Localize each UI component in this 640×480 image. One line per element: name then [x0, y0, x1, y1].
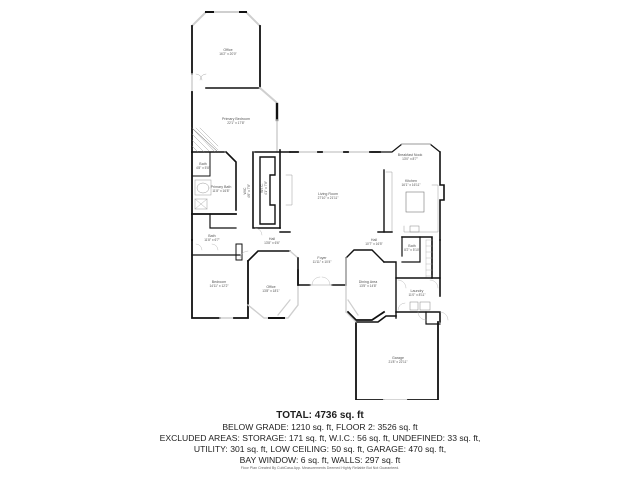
room-label-wic-2: W.I.C.4'1" x 7'8" [259, 181, 269, 195]
bath-stairs-walls [401, 236, 441, 297]
garage-walls [345, 311, 439, 400]
total-area: TOTAL: 4736 sq. ft [276, 410, 364, 421]
primary-bedroom-walls [191, 86, 291, 153]
dining-area-walls [345, 249, 397, 321]
office-upper-walls [190, 11, 262, 93]
area-breakdown-line-3: UTILITY: 301 sq. ft, LOW CEILING: 50 sq.… [193, 444, 447, 454]
wic-walls [252, 149, 293, 229]
area-breakdown-line-4: BAY WINDOW: 6 sq. ft, WALLS: 297 sq. ft [239, 455, 401, 465]
area-breakdown-line-1: BELOW GRADE: 1210 sq. ft, FLOOR 2: 3526 … [222, 422, 418, 432]
kitchen-walls [371, 143, 445, 241]
primary-bath-walls [191, 150, 237, 241]
laundry-walls [395, 277, 449, 325]
floor-plan-drawing [190, 11, 449, 400]
disclaimer-credit: Floor Plan Created By CubiCasa App. Meas… [240, 466, 400, 470]
bedroom-left-walls [191, 239, 249, 319]
living-room-walls [279, 151, 393, 233]
area-breakdown-line-2: EXCLUDED AREAS: STORAGE: 171 sq. ft, W.I… [159, 433, 481, 443]
